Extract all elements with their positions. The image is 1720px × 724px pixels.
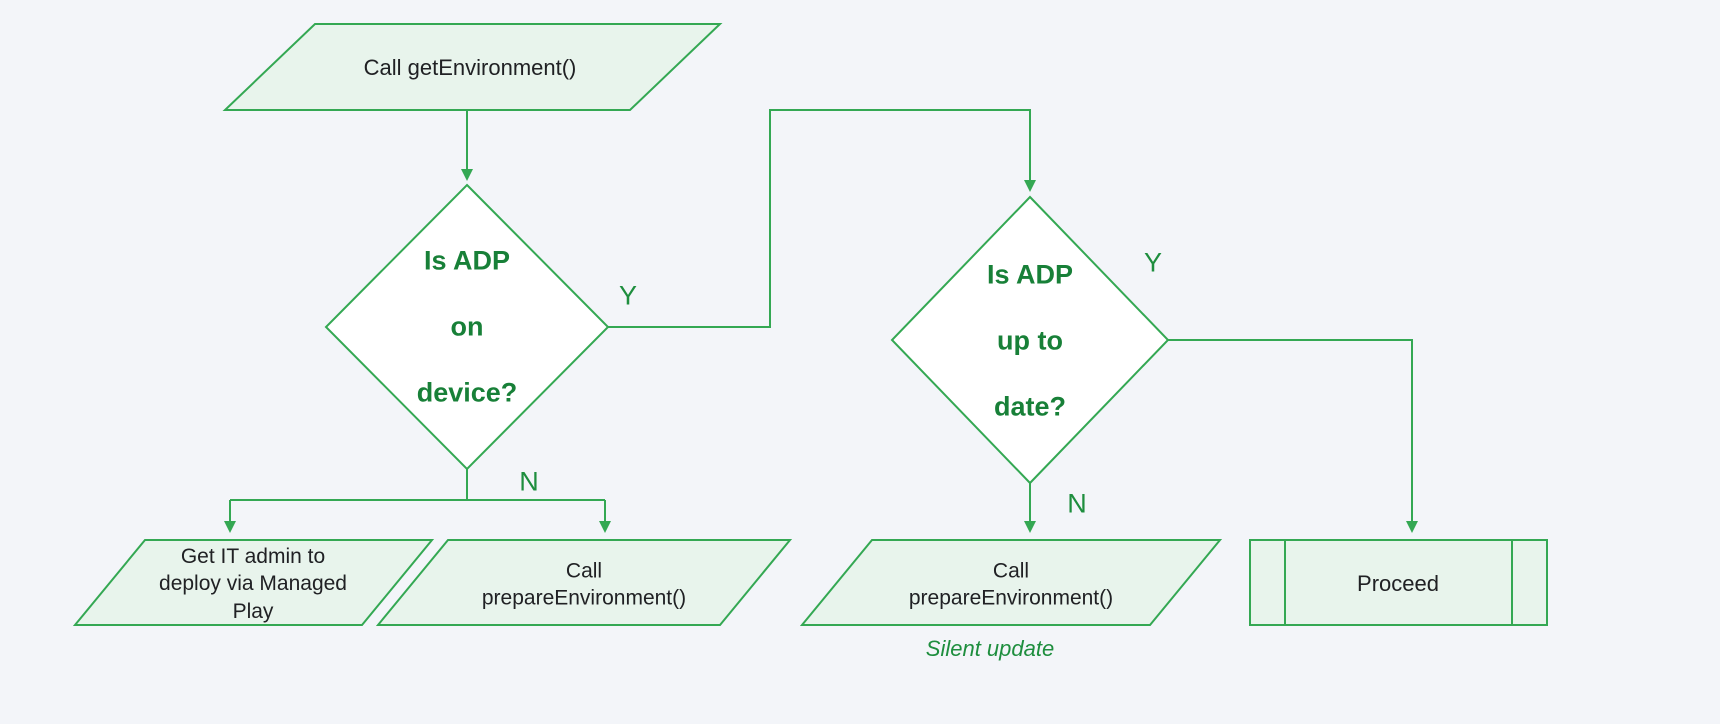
- silent-update-annotation: Silent update: [925, 636, 1055, 661]
- decision1-line2: on: [450, 311, 484, 342]
- decision2-no-label: N: [1067, 488, 1087, 519]
- edge-decision2-yes: [1168, 339, 1418, 533]
- proceed-label: Proceed: [1357, 570, 1439, 596]
- deploy-parallelogram: [72, 539, 435, 626]
- decision2-line2: up to: [997, 325, 1063, 356]
- decision2-label: Is ADP up to date?: [987, 226, 1073, 457]
- decision2-line3: date?: [993, 391, 1066, 422]
- prepare-left-label: Call prepareEnvironment(): [481, 559, 687, 610]
- prepare-right-parallelogram: [799, 539, 1223, 626]
- decision2-line1: Is ADP: [986, 259, 1074, 290]
- edge-decision1-yes: [608, 109, 1036, 328]
- prepare-left-parallelogram: [375, 539, 793, 626]
- decision1-line3: device?: [416, 377, 518, 408]
- decision1-label: Is ADP on device?: [417, 212, 518, 443]
- decision2-yes-label: Y: [1143, 247, 1163, 278]
- prepare-right-label: Call prepareEnvironment(): [908, 559, 1114, 610]
- start-parallelogram: [222, 23, 723, 111]
- start-label: Call getEnvironment(): [363, 54, 577, 80]
- deploy-label: Get IT admin to deploy via Managed Play: [159, 545, 347, 623]
- decision1-yes-label: Y: [618, 280, 638, 311]
- decision1-no-label: N: [519, 466, 539, 497]
- decision1-line1: Is ADP: [423, 245, 511, 276]
- proceed-box: [1249, 539, 1548, 626]
